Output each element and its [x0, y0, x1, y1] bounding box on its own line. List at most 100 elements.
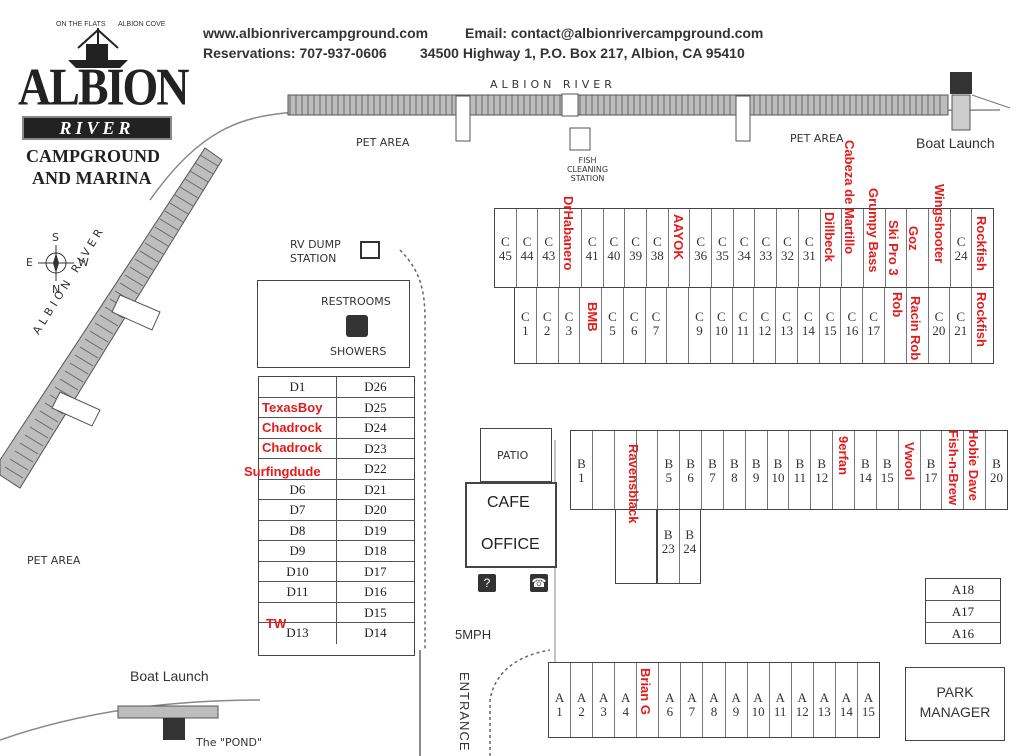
b-site-2[interactable]: [615, 431, 637, 509]
c-site-bottom-7[interactable]: [667, 288, 690, 363]
d-site-2-1[interactable]: D24: [364, 420, 387, 435]
c-site-top-18[interactable]: [886, 209, 908, 287]
d-site-6-1[interactable]: D20: [364, 502, 387, 517]
d-site-7-0[interactable]: D8: [259, 520, 337, 540]
a-side-site-0[interactable]: A18: [926, 579, 1000, 601]
d-site-9-1[interactable]: D17: [364, 563, 387, 579]
d-site-8-1[interactable]: D18: [364, 543, 387, 558]
d-site-0-0[interactable]: D1: [259, 377, 337, 397]
d-site-2-0[interactable]: [259, 418, 337, 438]
c-site-top-3[interactable]: [560, 209, 582, 287]
c-site-top-15[interactable]: [821, 209, 843, 287]
a-site-4[interactable]: [637, 663, 660, 737]
c-site-top-17[interactable]: [864, 209, 886, 287]
b-site-12[interactable]: [833, 431, 855, 509]
d-site-4-1[interactable]: D22: [364, 461, 387, 476]
d-site-0-1[interactable]: D26: [364, 379, 387, 394]
d-site-3-0[interactable]: [259, 438, 337, 458]
c-site-bottom-18[interactable]: [907, 288, 929, 363]
b-site-17[interactable]: [942, 431, 965, 509]
c-site-top-16[interactable]: [842, 209, 864, 287]
d-site-1-1[interactable]: D25: [364, 399, 387, 415]
d-site-3-1[interactable]: D23: [364, 440, 387, 456]
d-site-11-1[interactable]: D15: [364, 604, 387, 620]
website-text[interactable]: www.albionrivercampground.com: [203, 25, 429, 41]
c-site-bottom-3[interactable]: [580, 288, 603, 363]
d-site-5-0[interactable]: D6: [259, 479, 337, 499]
c-site-top-8[interactable]: [669, 209, 691, 287]
d-site-4-0[interactable]: [259, 459, 337, 479]
d-site-9-0[interactable]: D10: [259, 561, 337, 581]
d-site-5-1[interactable]: D21: [364, 481, 387, 497]
c-site-top-20[interactable]: [929, 209, 951, 287]
d-site-12-0[interactable]: D13: [259, 623, 337, 644]
a-side-site-1[interactable]: A17: [926, 601, 1000, 623]
b-site-1[interactable]: [593, 431, 615, 509]
c-site-bottom-17[interactable]: [885, 288, 907, 363]
b-site-3[interactable]: [637, 431, 659, 509]
d-site-11-0[interactable]: [259, 602, 337, 622]
email-text[interactable]: Email: contact@albionrivercampground.com: [465, 25, 764, 41]
d-site-1-0[interactable]: [259, 397, 337, 417]
c-site-top-19[interactable]: [907, 209, 930, 287]
a-side-site-2[interactable]: A16: [951, 626, 975, 641]
b-site-15[interactable]: [899, 431, 921, 509]
d-site-10-0[interactable]: D11: [259, 582, 337, 602]
d-site-7-1[interactable]: D19: [364, 522, 387, 538]
